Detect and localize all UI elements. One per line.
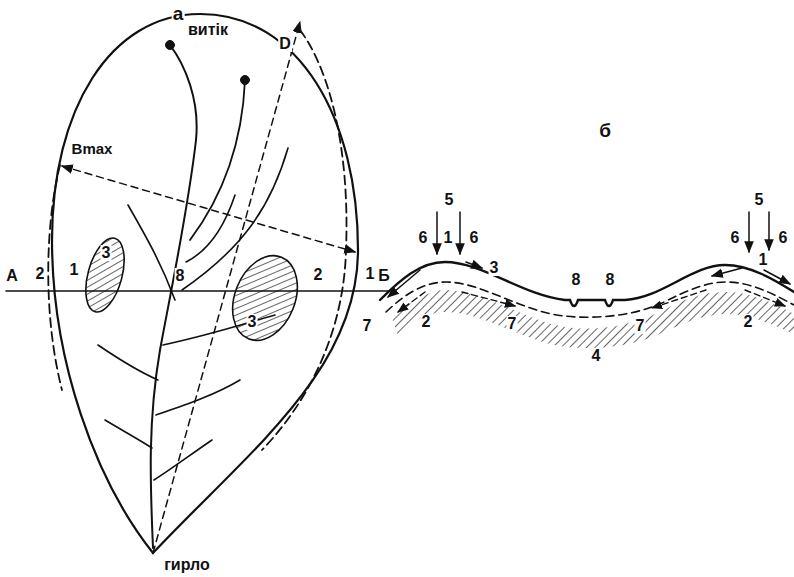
river-branch: [156, 380, 240, 415]
callout-number: 6: [778, 230, 789, 246]
callout-number: 6: [469, 230, 480, 246]
basin-length-line: [153, 22, 300, 553]
section-end-label: Б: [377, 268, 391, 284]
river-branch: [128, 205, 175, 300]
basin-width-line: [62, 166, 355, 252]
dimension-label: Bmax: [71, 141, 114, 156]
callout-number: 3: [101, 245, 112, 261]
callout-number: 7: [635, 318, 646, 334]
river-source: [241, 76, 250, 85]
callout-number: 7: [362, 318, 373, 334]
precipitation-arrow: [436, 212, 438, 254]
precipitation-arrow: [748, 212, 750, 252]
groundwater-arrow: [462, 292, 515, 306]
callout-number: 1: [365, 266, 376, 282]
callout-number: 2: [421, 314, 432, 330]
callout-number: 3: [247, 314, 258, 330]
aquifer-layer: [392, 290, 794, 348]
panel-letter: б: [598, 121, 612, 140]
runoff-arrow: [466, 262, 482, 268]
basin-outline: [52, 14, 358, 553]
panel-letter: а: [172, 3, 185, 22]
groundwater-arrow: [745, 290, 785, 306]
callout-number: 5: [754, 192, 765, 208]
ground-surface: [380, 262, 794, 306]
groundwater-arrow: [652, 290, 706, 308]
precipitation-arrow: [768, 212, 770, 250]
section-line: [6, 290, 388, 292]
underground-watershed: [48, 165, 62, 390]
callout-number: 8: [175, 268, 186, 284]
river-branch: [98, 345, 158, 380]
river-branch: [190, 80, 245, 240]
river-branch: [163, 315, 275, 345]
callout-number: 4: [591, 348, 602, 364]
callout-number: 7: [507, 316, 518, 332]
runoff-arrow: [388, 270, 420, 297]
source-label: витік: [187, 22, 229, 38]
callout-number: 1: [443, 230, 454, 246]
callout-number: 3: [489, 260, 500, 276]
callout-number: 2: [313, 267, 324, 283]
callout-number: 2: [35, 266, 46, 282]
mouth-label: гирло: [163, 557, 211, 573]
runoff-arrow: [712, 268, 742, 276]
underground-watershed: [262, 30, 347, 450]
groundwater-level: [386, 282, 794, 317]
callout-number: 8: [571, 272, 582, 288]
callout-number: 1: [69, 262, 80, 278]
river-branch: [105, 420, 152, 448]
dimension-label: D: [278, 36, 292, 52]
callout-number: 5: [444, 192, 455, 208]
river-branch: [182, 148, 288, 290]
callout-number: 1: [758, 252, 769, 268]
callout-number: 6: [418, 230, 429, 246]
closed-area: [79, 234, 132, 316]
callout-number: 6: [730, 230, 741, 246]
river-source: [166, 41, 175, 50]
runoff-arrow: [764, 270, 790, 284]
callout-number: 8: [605, 272, 616, 288]
groundwater-arrow: [398, 292, 425, 312]
section-end-label: А: [5, 268, 19, 284]
precipitation-arrow: [459, 212, 461, 254]
callout-number: 2: [743, 314, 754, 330]
